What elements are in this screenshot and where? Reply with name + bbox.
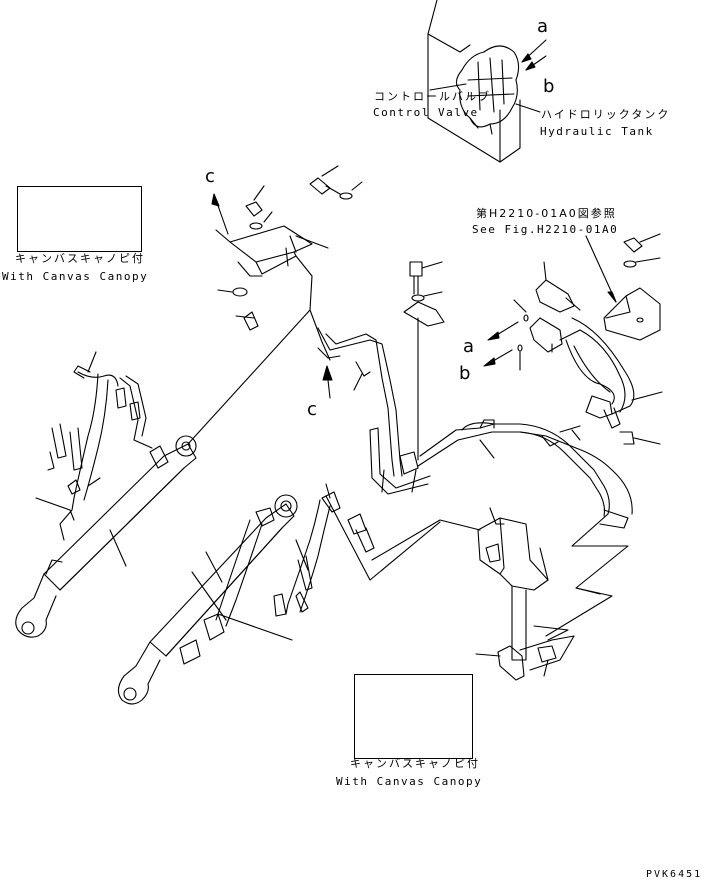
hoses-left-cylinder — [35, 351, 153, 541]
hoses-right-cylinder — [215, 483, 375, 641]
hose-pair-right — [565, 317, 663, 445]
inset-top-label-en: With Canvas Canopy — [2, 270, 149, 283]
see-fig-label-jp: 第H2210-01A0図参照 — [476, 207, 617, 220]
hydraulic-tank-label-jp: ハイドロリックタンク — [541, 108, 671, 121]
inset-top-label-jp: キャンバスキャノピ付 — [15, 252, 145, 265]
connector-lines — [187, 255, 629, 641]
lower-bracket-right — [475, 507, 575, 681]
bolt-left — [217, 287, 259, 331]
callout-arrows-top — [521, 39, 547, 71]
inset-bottom-label-en: With Canvas Canopy — [336, 775, 483, 788]
cylinder-right — [117, 494, 298, 705]
callout-c-middle: c — [307, 399, 317, 420]
callout-b-right: b — [459, 363, 471, 384]
hydraulic-tank-label-en: Hydraulic Tank — [540, 125, 654, 138]
fitting-elbow-1 — [535, 261, 581, 313]
control-valve-assembly — [427, 0, 521, 163]
callout-a-right: a — [463, 336, 475, 357]
inset-frame-canvas-canopy-bottom — [354, 674, 473, 759]
inset-frame-canvas-canopy-top — [17, 186, 142, 252]
control-valve-label-jp: コントロールバルブ — [374, 90, 491, 103]
callout-arrows-ab-right — [483, 321, 519, 367]
callout-a-top: a — [537, 16, 549, 37]
o-rings — [513, 299, 529, 371]
callout-b-top: b — [543, 76, 555, 97]
cylinder-left — [15, 435, 197, 638]
vertical-tube-center — [309, 309, 431, 495]
callout-arrow-c-top — [211, 193, 229, 235]
drawing-code: PVK6451 — [646, 869, 703, 880]
nut-right — [623, 233, 661, 268]
right-bracket — [585, 235, 661, 341]
control-valve-label-en: Control Valve — [373, 106, 479, 119]
upper-bracket — [215, 225, 329, 277]
leader-control-valve — [429, 83, 467, 91]
nut-washer-top — [245, 185, 273, 230]
steel-tube-main — [417, 419, 633, 529]
clamp-bolt — [403, 261, 445, 461]
inset-bottom-label-jp: キャンバスキャノピ付 — [350, 757, 480, 770]
see-fig-label-en: See Fig.H2210-01A0 — [472, 223, 619, 236]
callout-c-top: c — [205, 166, 215, 187]
leader-hydraulic-tank — [515, 103, 541, 113]
fitting-elbow-2 — [529, 317, 581, 353]
callout-arrow-c-mid — [322, 365, 333, 399]
bolt-top — [309, 165, 363, 200]
